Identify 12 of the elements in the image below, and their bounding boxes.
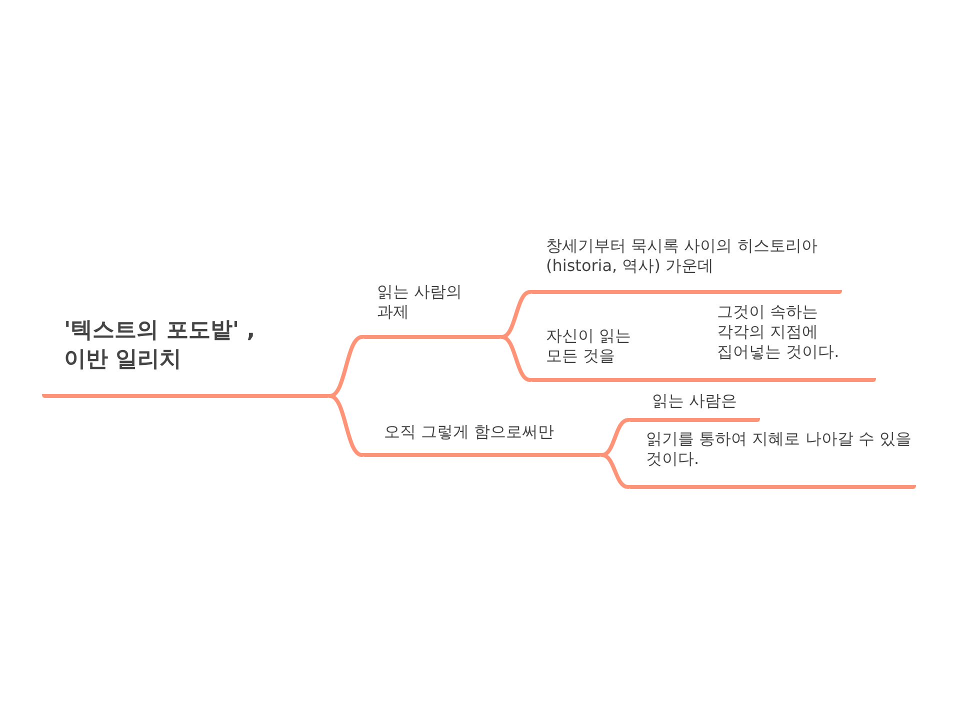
topic-text: 읽는 사람의 과제 — [377, 282, 464, 322]
central-topic-text: '텍스트의 포도밭' , 이반 일리치 — [64, 317, 256, 374]
topic-text: 창세기부터 묵시록 사이의 히스토리아(historia, 역사) 가운데 — [546, 236, 818, 276]
topic-text: 읽는 사람은 — [652, 391, 738, 411]
connector — [500, 290, 532, 339]
topic-text: 그것이 속하는 각각의 지점에 집어넣는 것이다. — [717, 302, 840, 362]
topic-text: 오직 그렇게 함으로써만 — [384, 422, 556, 442]
topic-text: 자신이 읽는 모든 것을 — [546, 326, 632, 366]
topic-text: 읽기를 통하여 지혜로 나아갈 수 있을 것이다. — [646, 429, 912, 469]
connector — [500, 335, 532, 382]
connector — [328, 394, 364, 457]
connector — [600, 453, 630, 489]
